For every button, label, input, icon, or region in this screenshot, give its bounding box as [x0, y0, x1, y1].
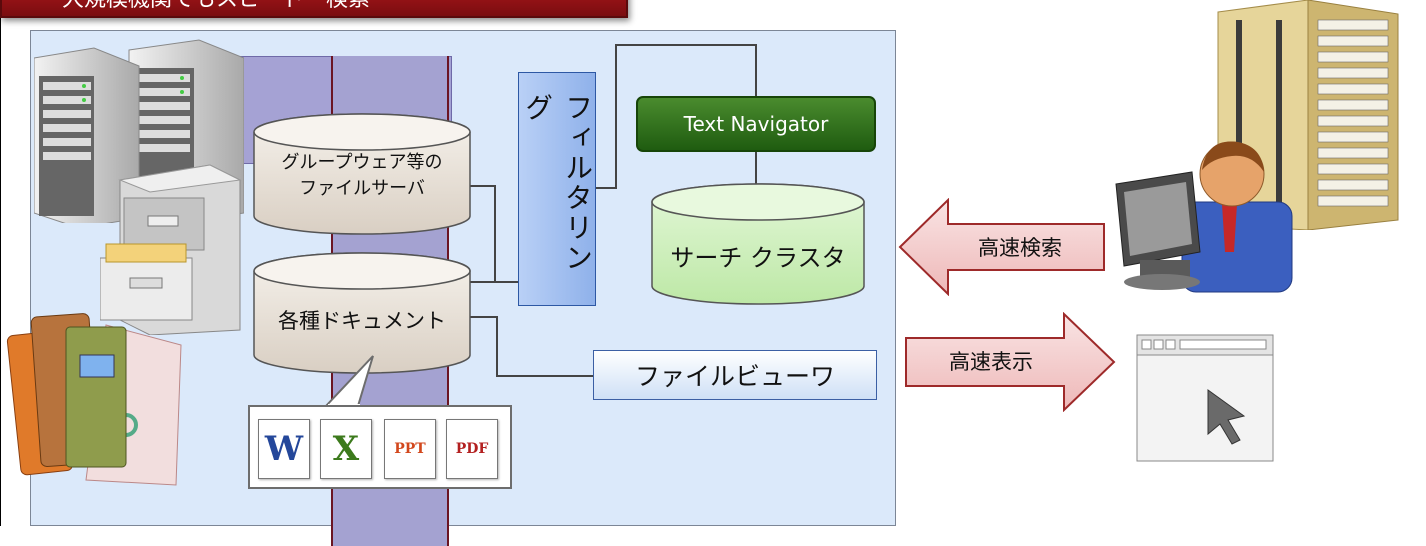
fileserver-cylinder	[253, 113, 471, 235]
title-banner: 大規模機関でもスピード・検索	[0, 0, 628, 18]
connector-line	[755, 150, 757, 186]
browser-window-icon	[1136, 334, 1274, 462]
word-doc-icon: W	[258, 419, 310, 479]
search-cluster-cylinder	[651, 183, 865, 305]
callout-pointer	[323, 355, 374, 410]
connector-line	[596, 187, 616, 189]
user-at-computer-icon	[1115, 141, 1293, 293]
documents-cylinder	[253, 252, 471, 374]
connector-line	[615, 44, 757, 46]
fast-display-arrow	[905, 312, 1116, 412]
fileserver-label-line2: ファイルサーバ	[299, 178, 425, 199]
text-navigator-box: Text Navigator	[636, 96, 876, 152]
search-cluster-label: サーチ クラスタ	[670, 244, 846, 272]
filtering-box: フィルタリング	[518, 72, 596, 306]
connector-line	[494, 185, 496, 281]
ppt-doc-icon: PPT	[384, 419, 436, 479]
connector-line	[755, 44, 757, 98]
file-viewer-box: ファイルビューワ	[593, 350, 877, 400]
connector-line	[468, 281, 520, 283]
file-viewer-label: ファイルビューワ	[634, 362, 835, 391]
page-left-border	[0, 0, 1, 526]
fast-display-label: 高速表示	[949, 350, 1033, 374]
documents-label: 各種ドキュメント	[278, 309, 446, 333]
excel-doc-icon: X	[320, 419, 372, 479]
fast-search-arrow	[898, 198, 1105, 296]
fast-search-label: 高速検索	[978, 236, 1062, 260]
filtering-label: フィルタリング	[521, 93, 594, 273]
fileserver-label: グループウェア等の ファイルサーバ	[252, 150, 472, 202]
filing-cabinet-icon	[100, 164, 242, 335]
title-text: 大規模機関でもスピード・検索	[62, 0, 370, 12]
fileserver-label-line1: グループウェア等の	[281, 152, 443, 173]
connector-line	[468, 185, 496, 187]
pdf-doc-icon: PDF	[446, 419, 498, 479]
connector-line	[615, 44, 617, 189]
connector-line	[496, 316, 498, 376]
document-types-callout: W X PPT PDF	[248, 405, 512, 489]
connector-line	[496, 375, 594, 377]
building-icon	[1217, 0, 1399, 230]
text-navigator-label: Text Navigator	[683, 112, 829, 136]
connector-line	[468, 316, 498, 318]
books-binder-icon	[6, 313, 182, 486]
